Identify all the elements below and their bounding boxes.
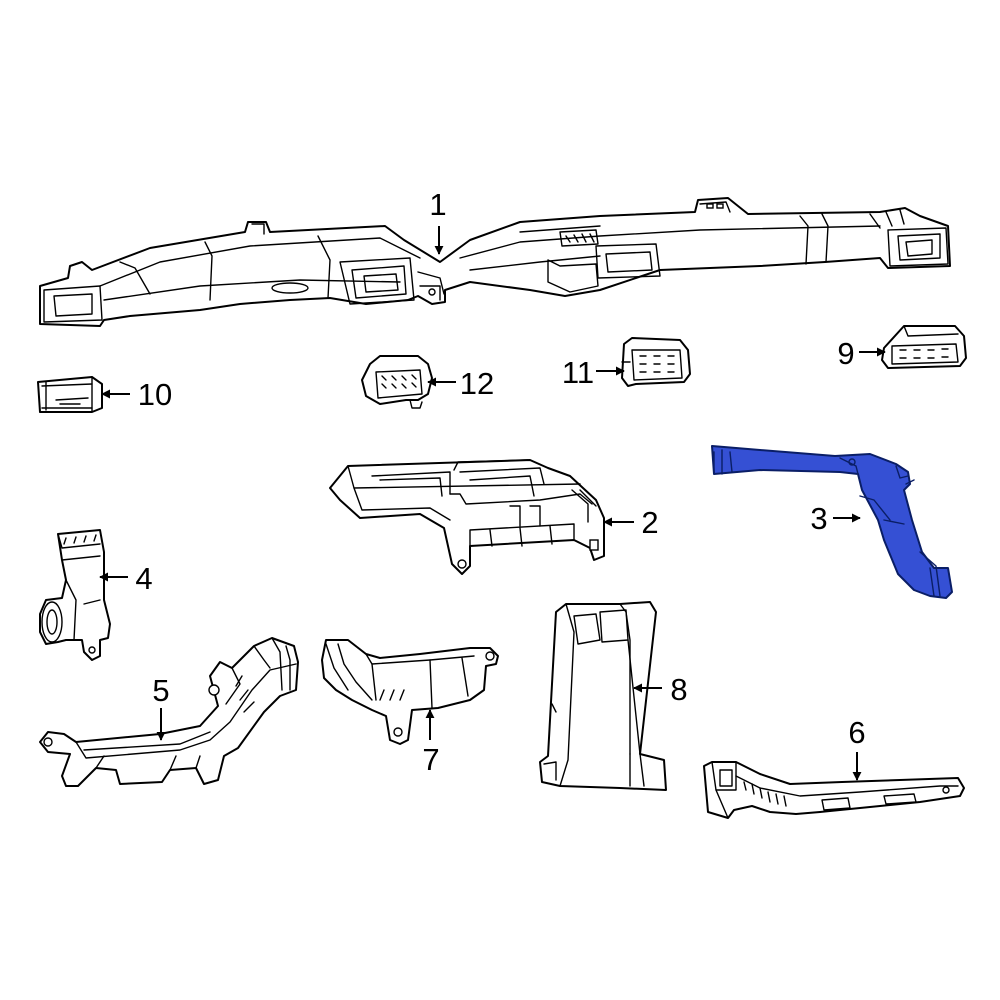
part-10-vent-outlet[interactable]	[37, 376, 103, 413]
part-6-rear-floor-duct[interactable]	[703, 761, 965, 819]
callout-leaders	[99, 226, 886, 781]
callout-6[interactable]: 6	[848, 715, 865, 750]
callout-9[interactable]: 9	[837, 336, 854, 371]
part-1-main-air-duct[interactable]	[39, 197, 951, 327]
part-5-floor-duct[interactable]	[39, 637, 299, 787]
callout-1[interactable]: 1	[429, 187, 446, 222]
part-12-vent-grille[interactable]	[361, 355, 433, 409]
callout-8[interactable]: 8	[670, 672, 687, 707]
part-8-rear-duct[interactable]	[539, 601, 667, 791]
part-4-duct-elbow[interactable]	[39, 529, 111, 661]
part-3-body	[711, 445, 953, 599]
callout-labels: 1 2 3 4 5 6 7 8 9 10 11 12	[135, 187, 865, 777]
part-3-side-air-duct[interactable]	[711, 445, 953, 599]
part-7-center-duct[interactable]	[321, 639, 499, 745]
callout-12[interactable]: 12	[460, 366, 494, 401]
callout-2[interactable]: 2	[641, 505, 658, 540]
part-9-vent-grille[interactable]	[881, 325, 967, 369]
callout-7[interactable]: 7	[422, 742, 439, 777]
callout-11[interactable]: 11	[562, 355, 594, 390]
callout-10[interactable]: 10	[138, 377, 172, 412]
callout-4[interactable]: 4	[135, 561, 152, 596]
part-2-center-bracket[interactable]	[329, 459, 605, 575]
callout-5[interactable]: 5	[152, 673, 169, 708]
part-11-vent-grille[interactable]	[621, 337, 691, 387]
callout-3[interactable]: 3	[810, 501, 827, 536]
